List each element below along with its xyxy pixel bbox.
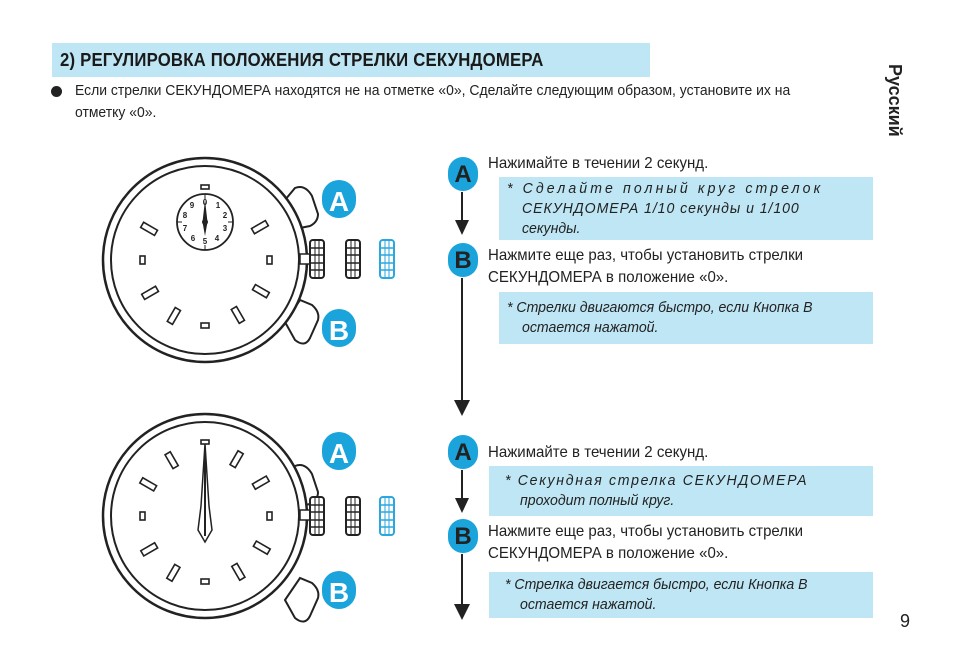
crown-pos-1	[309, 239, 325, 279]
page-number: 9	[900, 611, 911, 631]
subdial-num-2: 2	[223, 211, 228, 220]
badge-b-watch-2: B	[322, 571, 356, 609]
subdial-num-3: 3	[223, 224, 228, 233]
step-b-1-line-2: СЕКУНДОМЕРА в положение «0».	[488, 269, 729, 286]
note-a-1-line-2: СЕКУНДОМЕРА 1/10 секунды и 1/100	[522, 200, 800, 217]
step-a-2-text: Нажимайте в течении 2 секунд.	[488, 444, 709, 461]
badge-b-watch-1-letter: B	[329, 315, 349, 346]
flow-badge-a-1: A	[448, 157, 478, 191]
flow-badge-b-2-letter: B	[454, 523, 471, 550]
flow-badge-a-2: A	[448, 435, 478, 469]
pusher-b-watch-2	[283, 576, 320, 623]
subdial-num-4: 4	[215, 234, 220, 243]
badge-a-watch-1-letter: A	[329, 186, 349, 217]
step-b-2-line-1: Нажмите еще раз, чтобы установить стрелк…	[488, 523, 804, 540]
badge-a-watch-2-letter: A	[329, 438, 349, 469]
subdial-num-6: 6	[191, 234, 196, 243]
subdial-num-7: 7	[183, 224, 188, 233]
badge-a-watch-2: A	[322, 432, 356, 470]
subdial-num-8: 8	[183, 211, 188, 220]
note-b-2: * Стрелка двигается быстро, если Кнопка …	[489, 572, 873, 618]
step-b-1-line-1: Нажмите еще раз, чтобы установить стрелк…	[488, 247, 804, 264]
crown-pos-3-highlighted	[379, 239, 395, 279]
note-b-1-line-1: * Стрелки двигаются быстро, если Кнопка …	[507, 299, 813, 316]
flow-badge-b-1-letter: B	[454, 247, 471, 274]
crown-pos-2	[345, 239, 361, 279]
flow-badge-b-1: B	[448, 243, 478, 277]
watch-2	[101, 412, 395, 623]
language-label-text: Русский	[885, 64, 905, 137]
crown-pos-2-watch-2	[345, 496, 361, 536]
subdial-num-1: 1	[216, 201, 221, 210]
flow-badge-b-2: B	[448, 519, 478, 553]
note-b-2-line-2: остается нажатой.	[520, 596, 657, 613]
flow-badge-a-2-letter: A	[454, 439, 471, 466]
intro-paragraph: Если стрелки СЕКУНДОМЕРА находятся не на…	[75, 82, 791, 121]
note-a-1: * Сделайте полный круг стрелок СЕКУНДОМЕ…	[499, 177, 873, 240]
language-side-label: Русский	[884, 64, 914, 154]
step-b-2-text: Нажмите еще раз, чтобы установить стрелк…	[488, 521, 873, 565]
badge-b-watch-2-letter: B	[329, 577, 349, 608]
subdial-num-9: 9	[190, 201, 195, 210]
crown-pos-1-watch-2	[309, 496, 325, 536]
page-title: 2) РЕГУЛИРОВКА ПОЛОЖЕНИЯ СТРЕЛКИ СЕКУНДО…	[60, 50, 544, 70]
bullet-icon	[51, 86, 62, 97]
step-a-1-text: Нажимайте в течении 2 секунд.	[488, 155, 709, 172]
note-b-2-line-1: * Стрелка двигается быстро, если Кнопка …	[505, 576, 808, 593]
title-banner	[52, 43, 650, 77]
note-a-2: * Секундная стрелка СЕКУНДОМЕРА проходит…	[489, 466, 873, 516]
step-b-1-text: Нажмите еще раз, чтобы установить стрелк…	[488, 245, 873, 289]
note-a-1-line-1: * Сделайте полный круг стрелок	[507, 180, 824, 197]
note-b-1-line-2: остается нажатой.	[522, 319, 659, 336]
crown-pos-3-watch-2-highlighted	[379, 496, 395, 536]
note-a-2-line-1: * Секундная стрелка СЕКУНДОМЕРА	[505, 472, 809, 489]
badge-a-watch-1: A	[322, 180, 356, 218]
badge-b-watch-1: B	[322, 309, 356, 347]
pusher-a-watch-1	[283, 186, 320, 230]
step-b-2-line-2: СЕКУНДОМЕРА в положение «0».	[488, 545, 729, 562]
note-b-1: * Стрелки двигаются быстро, если Кнопка …	[499, 292, 873, 344]
note-a-1-line-3: секунды.	[522, 220, 581, 237]
flow-badge-a-1-letter: A	[454, 161, 471, 188]
note-a-2-line-2: проходит полный круг.	[520, 492, 675, 509]
subdial-num-5: 5	[203, 237, 208, 246]
watch-1: 0 1 2 3 4 5 6 7 8 9	[101, 156, 395, 364]
